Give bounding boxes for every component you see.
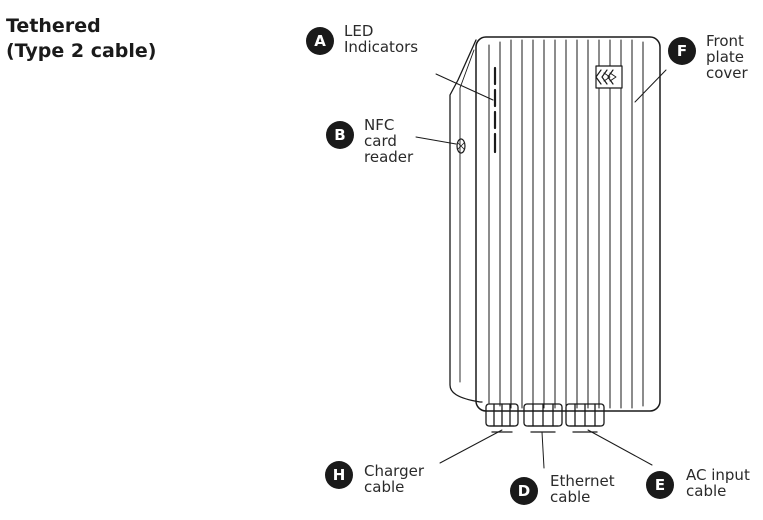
callout-leader-lines [415,69,667,469]
label-line: Ethernet [550,472,615,490]
callout-badge-a: A [306,27,334,55]
callout-badge-h: H [325,461,353,489]
device-side-inner-edge [459,49,475,383]
label-line: cable [686,482,727,500]
ac-input-cable-gland [565,403,605,433]
label-line: cover [706,64,748,82]
ethernet-cable-gland [523,403,563,433]
label-line: Charger [364,462,424,480]
nfc-reader-icon [456,138,466,154]
label-line: Front [706,32,744,50]
callout-badge-b: B [326,121,354,149]
front-plate-ribs [488,39,644,409]
leader-b [415,136,457,145]
front-plate-cover [475,36,661,412]
label-line: NFC [364,116,395,134]
label-nfc-card-reader: NFC card reader [364,117,413,165]
leader-h [439,429,503,464]
brand-logo-icon [595,65,623,89]
callout-badge-f: F [668,37,696,65]
leader-e [587,429,653,466]
leader-d [541,431,545,469]
callout-badge-d: D [510,477,538,505]
diagram-title: Tethered (Type 2 cable) [6,14,156,64]
charger-cable-gland [485,403,519,433]
device-side-panel [449,39,483,403]
label-line: LED [344,22,374,40]
leader-f [634,69,667,103]
label-line: cable [364,478,405,496]
label-line: card [364,132,397,150]
label-line: plate [706,48,744,66]
label-led-indicators: LED Indicators [344,23,418,55]
label-line: cable [550,488,591,506]
title-line-2: (Type 2 cable) [6,40,157,62]
label-ethernet-cable: Ethernet cable [550,473,615,505]
label-line: AC input [686,466,750,484]
label-line: Indicators [344,38,419,56]
label-ac-input-cable: AC input cable [686,467,750,499]
callout-badge-e: E [646,471,674,499]
title-line-1: Tethered [6,15,101,37]
leader-a [435,73,494,101]
label-charger-cable: Charger cable [364,463,424,495]
label-front-plate-cover: Front plate cover [706,33,748,81]
label-line: reader [364,148,414,166]
